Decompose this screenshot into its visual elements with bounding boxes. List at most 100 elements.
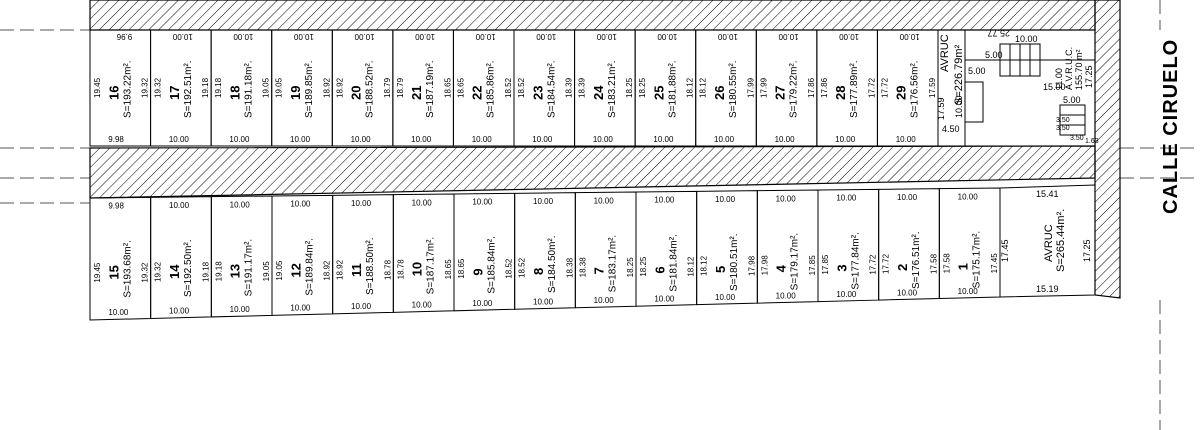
lot-right-dim: 18.12: [686, 77, 695, 98]
lot-front-dim: 9.98: [108, 202, 124, 211]
lot-left-dim: 19.05: [275, 77, 284, 98]
lot-back-dim: 10.00: [593, 135, 614, 144]
lot-left-dim: 18.92: [336, 259, 345, 280]
lot-number: 25: [651, 86, 666, 100]
lot-back-dim: 10.00: [654, 294, 675, 303]
avruc-bottom-front: 15.41: [1036, 189, 1059, 199]
lot-back-dim: 10.00: [351, 135, 372, 144]
lot-back-dim: 10.00: [472, 135, 493, 144]
lot-number: 3: [834, 264, 849, 271]
lot-back-dim: 10.00: [229, 135, 250, 144]
avruc-top-area: S=226.79m²: [953, 44, 965, 105]
lot-front-dim: 10.00: [654, 196, 675, 205]
lot-front-dim: 10.00: [958, 192, 979, 201]
lot-number: 2: [895, 264, 910, 271]
lot-back-dim: 10.00: [897, 288, 918, 297]
lot-left-dim: 18.25: [638, 77, 647, 98]
lot-left-dim: 19.45: [93, 77, 102, 98]
lot-area: S=180.55m².: [728, 60, 739, 118]
lot-area: S=184.50m².: [547, 235, 558, 293]
lot-number: 13: [228, 264, 243, 278]
lot-right-dim: 18.39: [565, 77, 574, 98]
lot-front-dim: 10.00: [717, 32, 738, 41]
lot-back-dim: 10.00: [836, 290, 857, 299]
lot-front-dim: 10.00: [536, 32, 557, 41]
lot-left-dim: 17.58: [942, 253, 951, 274]
street-name: CALLE CIRUELO: [1160, 38, 1182, 214]
lot-left-dim: 18.25: [639, 256, 648, 277]
lot-left-dim: 17.98: [760, 255, 769, 276]
lot-area: S=176.51m².: [911, 231, 922, 289]
lot-front-dim: 10.00: [594, 196, 615, 205]
lot-right-dim: 18.12: [687, 256, 696, 277]
avruc-top-left-dim: 17.59: [936, 97, 946, 120]
lot-area: S=193.22m².: [122, 60, 133, 118]
lot-left-dim: 18.79: [396, 77, 405, 98]
lot-number: 28: [833, 86, 848, 100]
lot-number: 27: [773, 86, 788, 100]
avruc-top-sub-dim: 11.00: [1054, 68, 1064, 90]
lot-right-dim: 17.72: [869, 254, 878, 275]
lot-number: 1: [956, 263, 971, 270]
lot-front-dim: 10.00: [897, 193, 918, 202]
avruc-top-dim-35b: 3.50: [1056, 125, 1070, 132]
lot-right-dim: 18.92: [323, 260, 332, 281]
lot-area: S=191.17m².: [244, 239, 255, 297]
lot-back-dim: 10.00: [108, 308, 129, 317]
lot-left-dim: 19.32: [154, 261, 163, 282]
road-hatch: [89, 0, 1121, 299]
lot-right-dim: 19.32: [141, 262, 150, 283]
lot-area: S=187.17m².: [426, 237, 437, 295]
lot-left-dim: 19.18: [214, 261, 223, 282]
lot-right-dim: 18.78: [383, 259, 392, 280]
lot-right-dim: 17.45: [990, 253, 999, 274]
avruc-top-dim-5c: 5.00: [1063, 95, 1081, 105]
lot-back-dim: 10.00: [653, 135, 674, 144]
lot-back-dim: 10.00: [290, 304, 311, 313]
lot-area: S=183.17m².: [608, 235, 619, 293]
lot-number: 8: [531, 268, 546, 275]
lot-right-dim: 19.18: [201, 77, 210, 98]
lot-left-dim: 18.39: [578, 77, 587, 98]
lot-area: S=192.50m².: [183, 239, 194, 297]
lot-area: S=185.84m².: [486, 236, 497, 294]
lot-left-dim: 18.38: [578, 257, 587, 278]
avruc-top-sub-label: A.V.R.U.C.: [1064, 47, 1074, 90]
lot-front-dim: 10.00: [776, 194, 797, 203]
lot-left-dim: 19.18: [214, 77, 223, 98]
lot-right-dim: 18.25: [626, 257, 635, 278]
lot-number: 15: [106, 265, 121, 279]
lot-left-dim: 18.52: [517, 77, 526, 98]
lot-area: S=189.84m².: [304, 238, 315, 296]
lot-back-dim: 10.00: [776, 291, 797, 300]
lot-left-dim: 17.99: [759, 77, 768, 98]
lot-right-dim: 19.05: [262, 77, 271, 98]
lot-front-dim: 10.00: [839, 32, 860, 41]
lot-area: S=191.18m².: [243, 60, 254, 118]
lot-back-dim: 10.00: [169, 307, 190, 316]
lot-front-dim: 10.00: [415, 32, 436, 41]
avruc-top-dim-35c: 3.50: [1070, 135, 1084, 142]
avruc-bottom-label: AVRUC: [1043, 224, 1055, 262]
lot-right-dim: 19.32: [141, 77, 150, 98]
lot-right-dim: 17.58: [929, 253, 938, 274]
lot-front-dim: 10.00: [715, 195, 736, 204]
lot-area: S=181.84m².: [668, 234, 679, 292]
lot-number: 5: [713, 266, 728, 273]
lot-number: 11: [349, 263, 364, 277]
lot-number: 10: [410, 262, 425, 276]
lot-number: 26: [712, 86, 727, 100]
avruc-top-dim-top: 25.77: [987, 28, 1010, 38]
